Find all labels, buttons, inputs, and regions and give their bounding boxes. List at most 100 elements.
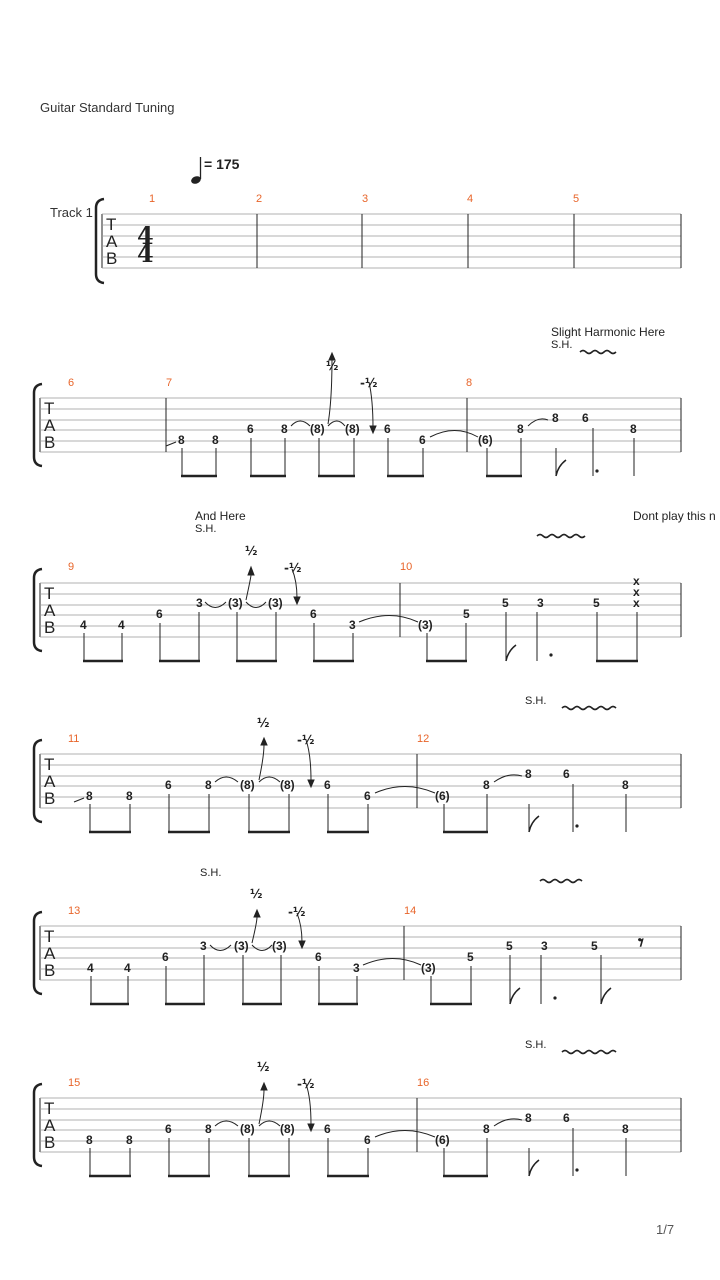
- ties: [214, 1118, 523, 1138]
- ties: [204, 601, 419, 623]
- measure-number: 15: [68, 1077, 80, 1089]
- tab-clef-t: T: [44, 755, 54, 774]
- fret-number: 8: [483, 1122, 490, 1136]
- tab-system-2: Slight Harmonic Here S.H. T A B 6 7 8 8 …: [32, 325, 682, 478]
- bend-amount: ½: [250, 887, 262, 901]
- tab-clef-a: A: [44, 772, 56, 791]
- staff-lines: [102, 213, 681, 269]
- rhythm-stems: [89, 784, 627, 832]
- annotation-text: Slight Harmonic Here: [551, 325, 665, 339]
- ties: [209, 944, 422, 966]
- fret-number: (6): [435, 1133, 450, 1147]
- fret-number: 6: [324, 1122, 331, 1136]
- staff-lines: [40, 582, 681, 638]
- dead-note: x: [633, 585, 640, 599]
- bend-arrows: [258, 1081, 315, 1133]
- slide-in-mark: [165, 441, 177, 447]
- fret-number: 8: [483, 778, 490, 792]
- tab-clef-a: A: [44, 944, 56, 963]
- fret-number: 6: [364, 1133, 371, 1147]
- fret-number: 8: [212, 433, 219, 447]
- fret-number: 8: [517, 422, 524, 436]
- bend-amount: ½: [257, 1060, 269, 1074]
- fret-number: (3): [418, 618, 433, 632]
- fret-number: (3): [421, 961, 436, 975]
- tempo-marking: = 175: [190, 152, 270, 188]
- dot: [595, 469, 599, 473]
- tab-clef-a: A: [106, 232, 118, 251]
- fret-number: 5: [591, 939, 598, 953]
- fret-number: 5: [467, 950, 474, 964]
- tab-clef-a: A: [44, 416, 56, 435]
- bar-lines: [416, 754, 682, 808]
- fret-number: (6): [435, 789, 450, 803]
- fret-number: 4: [80, 618, 87, 632]
- fret-number: 8: [126, 789, 133, 803]
- tab-clef-b: B: [44, 1133, 55, 1152]
- tab-system-6: S.H. T A B 15 16 8 8 6 8 (8) (8) 6 6 (6)…: [32, 1039, 682, 1178]
- bend-amount: -½: [284, 561, 301, 575]
- bar-lines: [165, 398, 682, 452]
- tab-system-1: T A B 4 4 1 2 3 4 5: [94, 193, 682, 285]
- fret-number: 8: [178, 433, 185, 447]
- vibrato-mark: [561, 1049, 617, 1055]
- ties: [290, 418, 549, 438]
- fret-number: 3: [200, 939, 207, 953]
- fret-number: 8: [622, 778, 629, 792]
- fret-number: 8: [126, 1133, 133, 1147]
- dead-note: x: [633, 574, 640, 588]
- bend-amount: ½: [326, 359, 338, 373]
- tab-clef-b: B: [44, 433, 55, 452]
- tab-clef-t: T: [44, 399, 54, 418]
- measure-number: 4: [467, 193, 473, 205]
- bar-lines: [399, 583, 682, 637]
- measure-number: 10: [400, 561, 412, 573]
- fret-number: 8: [86, 789, 93, 803]
- dot: [575, 1168, 579, 1172]
- fret-number: (8): [240, 778, 255, 792]
- fret-number: 3: [349, 618, 356, 632]
- vibrato-mark: [539, 878, 583, 884]
- rhythm-stems: [83, 612, 638, 661]
- system-bracket: [32, 382, 43, 468]
- fret-number: 4: [118, 618, 125, 632]
- fret-number: (8): [345, 422, 360, 436]
- fret-number: 6: [364, 789, 371, 803]
- measure-number: 7: [166, 377, 172, 389]
- time-signature-bottom: 4: [137, 239, 154, 268]
- tempo-value: = 175: [204, 156, 240, 172]
- dot: [549, 653, 553, 657]
- measure-number: 1: [149, 193, 155, 205]
- staff-lines: [40, 1097, 681, 1153]
- staff-lines: [40, 397, 681, 453]
- staff-lines: [40, 753, 681, 809]
- fret-number: 6: [563, 767, 570, 781]
- fret-number: 8: [525, 767, 532, 781]
- bar-lines: [403, 926, 682, 980]
- fret-number: 6: [315, 950, 322, 964]
- fret-number: 6: [162, 950, 169, 964]
- measure-number: 11: [68, 733, 79, 745]
- fret-number: 8: [281, 422, 288, 436]
- fret-number: 6: [310, 607, 317, 621]
- eighth-flag: [600, 987, 612, 1005]
- staff-lines: [40, 925, 681, 981]
- fret-number: (3): [228, 596, 243, 610]
- tuning-label: Guitar Standard Tuning: [40, 100, 175, 115]
- system-bracket: [32, 910, 43, 996]
- fret-number: 8: [525, 1111, 532, 1125]
- bend-amount: -½: [297, 733, 314, 747]
- fret-number: (3): [234, 939, 249, 953]
- bend-amount: ½: [245, 544, 257, 558]
- vibrato-mark: [579, 349, 617, 355]
- tab-clef-b: B: [44, 961, 55, 980]
- measure-number: 3: [362, 193, 368, 205]
- sh-label: S.H.: [200, 867, 221, 879]
- system-bracket: [32, 567, 43, 653]
- bend-arrows: [245, 565, 301, 606]
- rhythm-stems: [181, 428, 635, 476]
- fret-number: 3: [196, 596, 203, 610]
- vibrato-mark: [536, 533, 586, 539]
- fret-number: 8: [552, 411, 559, 425]
- eighth-flag: [528, 815, 540, 833]
